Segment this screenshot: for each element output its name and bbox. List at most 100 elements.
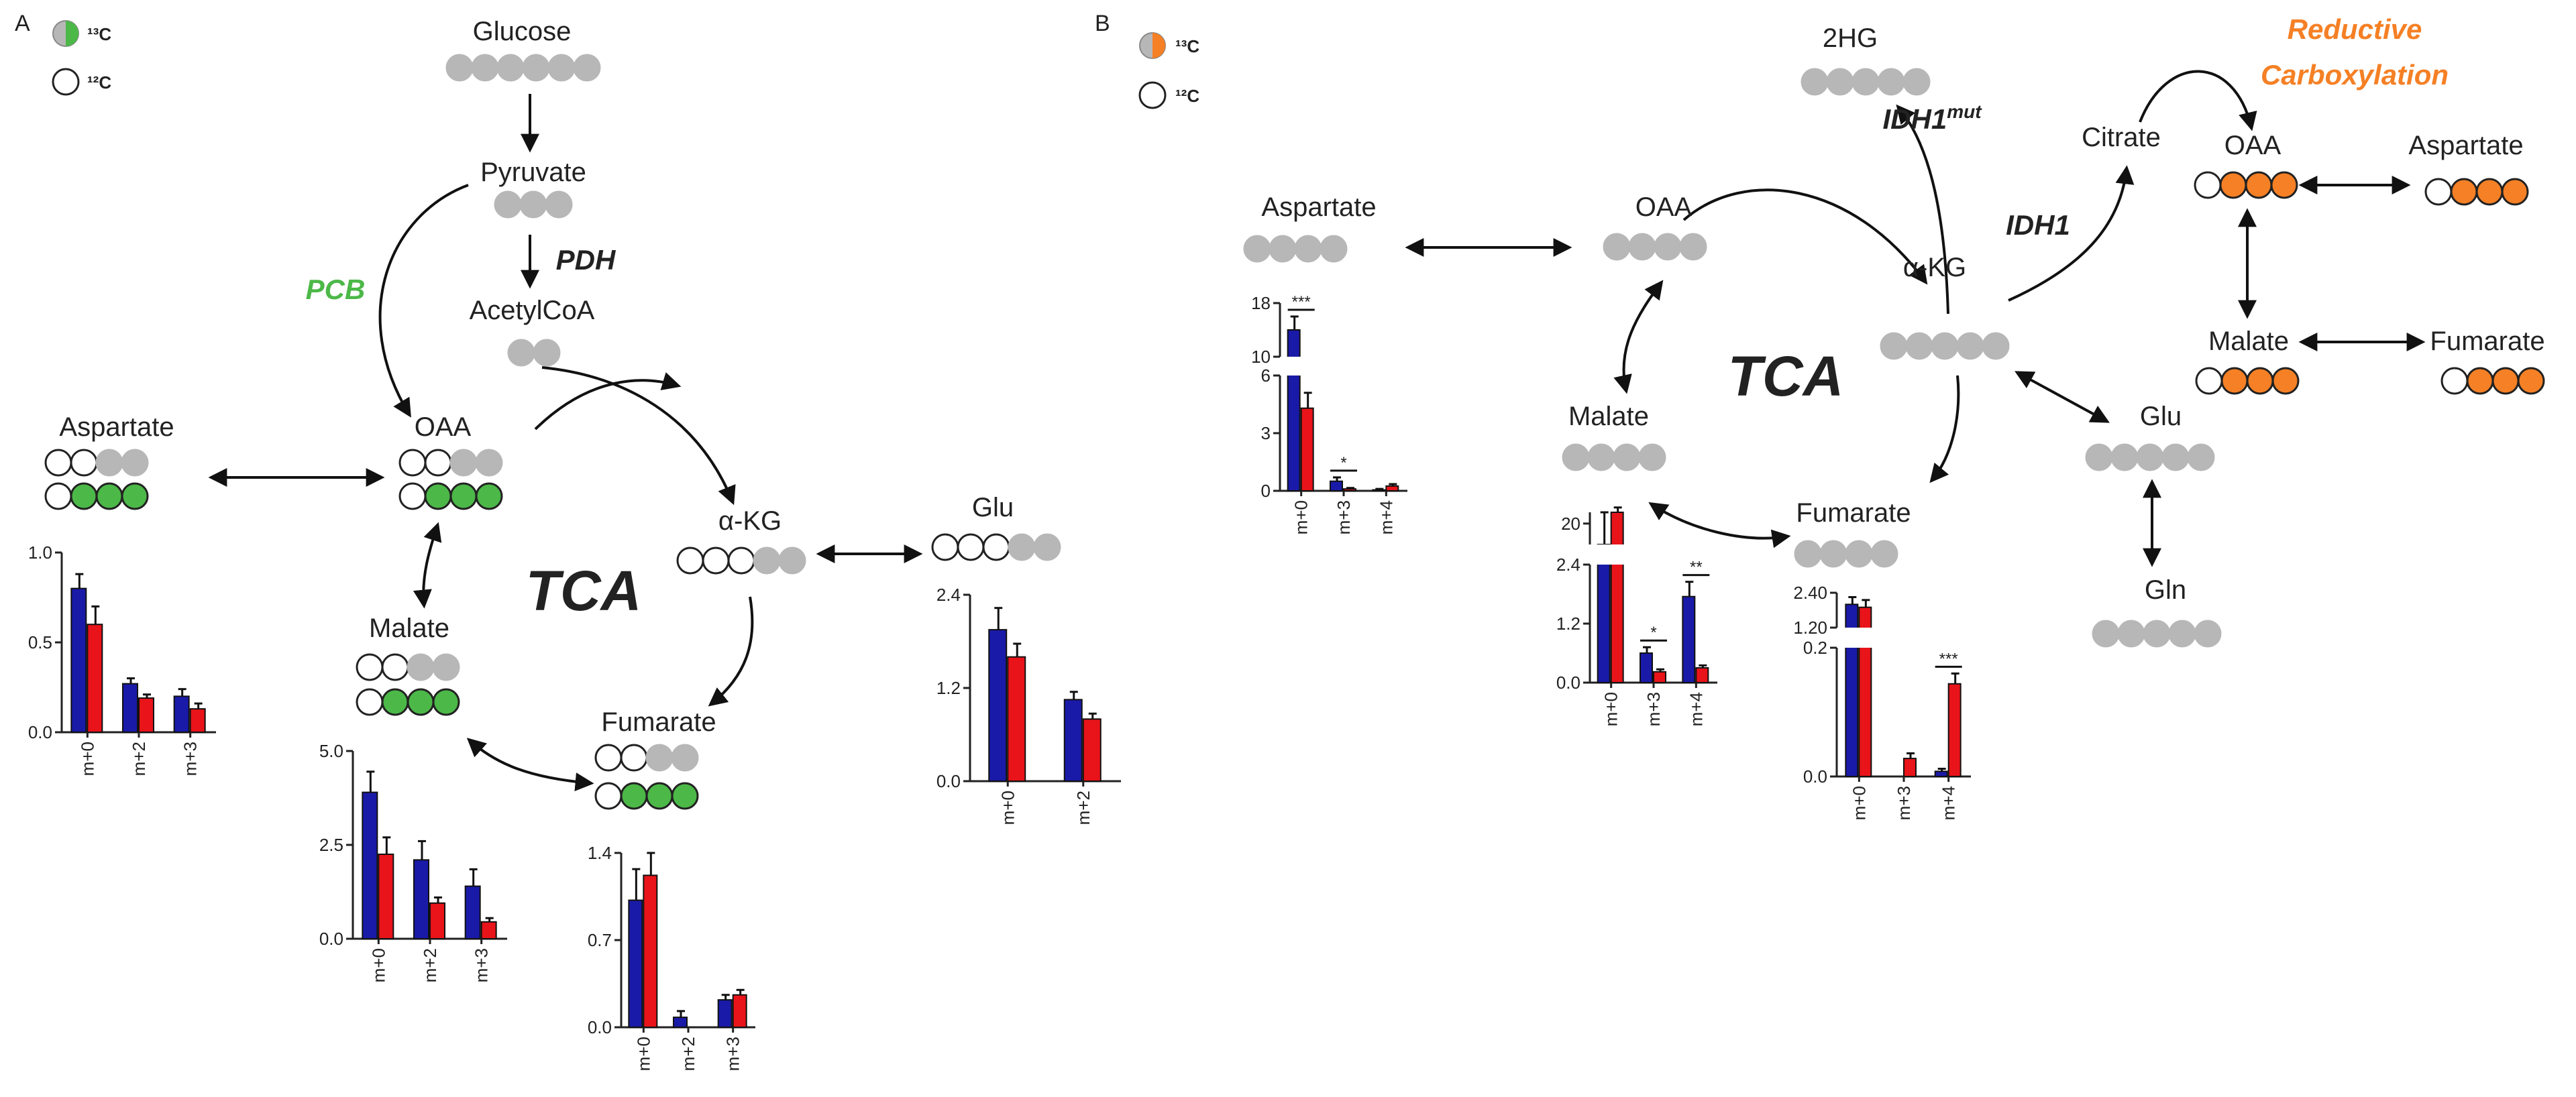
carbon-atom (620, 744, 648, 772)
carbon-atom (2270, 171, 2298, 199)
significance-label: *** (1292, 293, 1311, 311)
reductive-label-1: Reductive (2288, 13, 2422, 45)
carbon-atom (2092, 620, 2120, 648)
y-tick-label: 2.4 (936, 585, 961, 605)
carbon-atom (1956, 332, 1984, 360)
carbon-atom (475, 482, 503, 510)
aspartate-label-b: Aspartate (1261, 192, 1376, 222)
arrow-fumarate-malate (466, 738, 594, 791)
carbon-atom (44, 449, 72, 477)
bar (1330, 480, 1343, 492)
y-tick-label: 0.0 (588, 1017, 612, 1037)
carbon-atom (2517, 367, 2545, 395)
carbon-atom (1902, 68, 1931, 96)
bar (1343, 488, 1356, 492)
bar (1682, 595, 1696, 684)
y-tick-label: 0.0 (1803, 766, 1827, 787)
fumarate-carbons-a-1 (594, 744, 699, 772)
bar (1903, 758, 1917, 777)
carbon-atom (475, 449, 503, 477)
x-tick-label: m+0 (1601, 692, 1621, 726)
carbon-atom (1269, 235, 1297, 263)
y-tick-label: 0.0 (936, 771, 961, 791)
bar (988, 629, 1008, 782)
carbon-atom (982, 533, 1010, 561)
aspartate-carbons-a-1 (44, 449, 149, 477)
carbon-atom (594, 782, 623, 810)
oaa-carbons-b (1603, 233, 1707, 261)
fumarate-carbons-b (1794, 540, 1898, 568)
bar (643, 874, 658, 1029)
carbon-atom (645, 782, 674, 810)
y-tick-label: 0.0 (28, 722, 52, 742)
tca-label-b: TCA (1728, 345, 1844, 408)
carbon-atom (424, 449, 452, 477)
y-tick-label: 10 (1251, 347, 1271, 367)
bar (1947, 683, 1962, 778)
carbon-atom (121, 449, 149, 477)
carbon-atom (2466, 367, 2494, 395)
y-tick-label: 5.0 (319, 741, 343, 761)
glucose-label: Glucose (473, 17, 572, 46)
arrow-citrate-oaa (2139, 70, 2257, 131)
glu-label-a: Glu (972, 493, 1014, 522)
y-tick-label: 1.4 (588, 843, 612, 863)
idh1-label: IDH1 (2006, 209, 2070, 241)
carbon-atom (573, 54, 601, 82)
y-tick-label: 1.0 (28, 542, 52, 563)
bar (1372, 489, 1386, 492)
carbon-atom (471, 54, 499, 82)
fumarate-carbons-a-2 (594, 782, 699, 810)
carbon-atom (778, 546, 806, 575)
carbon-atom (356, 688, 384, 716)
bar (717, 999, 733, 1028)
arrow-akg-glu-b (2015, 371, 2110, 423)
axis-break (1286, 357, 1301, 376)
axis-break (1858, 628, 1873, 648)
carbon-atom (494, 190, 522, 219)
malate-carbons-a-2 (356, 688, 460, 716)
bar (189, 708, 206, 734)
x-tick-label: m+3 (723, 1037, 743, 1071)
bar (673, 1017, 688, 1028)
carbon-atom (2424, 178, 2453, 206)
carbon-atom (1877, 68, 1905, 96)
carbon-atom (1982, 332, 2010, 360)
y-tick-label: 0 (1261, 481, 1271, 501)
tca-label-a: TCA (526, 559, 642, 622)
glu-carbons-b (2085, 443, 2215, 471)
y-tick-label: 0.5 (28, 632, 52, 652)
x-tick-label: m+4 (1686, 692, 1706, 726)
aspartate-carbons-reductive (2424, 178, 2529, 206)
carbon-atom (727, 546, 755, 575)
gln-carbons-b (2092, 620, 2222, 648)
carbon-atom (645, 744, 674, 772)
bar (122, 683, 138, 734)
carbon-atom (1638, 443, 1666, 471)
carbon-atom (2194, 171, 2222, 199)
carbon-atom (957, 533, 985, 561)
legend-12c-icon-b (1138, 81, 1167, 109)
y-tick-label: 1.20 (1793, 618, 1827, 638)
carbon-atom (547, 54, 576, 82)
bar (732, 994, 747, 1028)
carbon-atom (1851, 68, 1880, 96)
bar (1640, 652, 1653, 683)
aspartate-label-reductive: Aspartate (2408, 131, 2523, 160)
oaa-label-b: OAA (1635, 192, 1693, 222)
bar (1300, 407, 1314, 492)
x-tick-label: m+2 (678, 1037, 698, 1071)
akg-carbons-b (1880, 332, 2010, 360)
oaa-label-reductive: OAA (2224, 131, 2282, 160)
2hg-carbons (1801, 68, 1931, 96)
reductive-label-2: Carboxylation (2261, 59, 2449, 91)
akg-carbons-a (676, 546, 806, 575)
oaa-carbons-a-1 (398, 449, 503, 477)
arrow-fumarate-malate-b (1648, 502, 1791, 548)
carbon-atom (1819, 540, 1847, 568)
x-tick-label: m+3 (1644, 692, 1664, 726)
arrow-akg-2hg (1896, 104, 1949, 314)
carbon-atom (381, 688, 409, 716)
x-tick-label: m+0 (77, 742, 97, 776)
